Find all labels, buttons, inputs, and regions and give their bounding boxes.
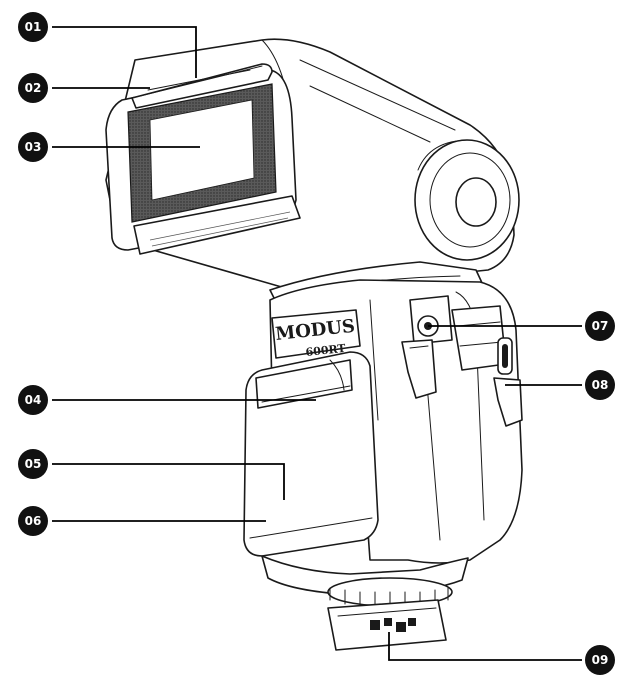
- usb-port: [493, 337, 523, 427]
- callout-09: 09: [585, 645, 615, 675]
- callout-08: 08: [585, 370, 615, 400]
- callout-02: 02: [18, 73, 48, 103]
- callout-06-label: 06: [25, 514, 42, 528]
- callout-08-label: 08: [592, 378, 609, 392]
- callout-09-label: 09: [592, 653, 609, 667]
- callout-01-label: 01: [25, 20, 42, 34]
- certification-label: [133, 195, 301, 255]
- mounting-foot: [261, 555, 469, 651]
- leader-01: [52, 26, 197, 78]
- callout-01: 01: [18, 12, 48, 42]
- leader-09: [388, 632, 582, 661]
- flash-window: [127, 83, 277, 223]
- callout-07: 07: [585, 311, 615, 341]
- callout-07-label: 07: [592, 319, 609, 333]
- brand-plate: MODUS 600RT: [271, 309, 361, 359]
- callout-03: 03: [18, 132, 48, 162]
- callout-03-label: 03: [25, 140, 42, 154]
- head-rotation-dial: [414, 139, 520, 261]
- leader-lines: [52, 26, 582, 661]
- callout-05: 05: [18, 449, 48, 479]
- callout-02-label: 02: [25, 81, 42, 95]
- battery-door: [243, 351, 379, 557]
- leader-05: [52, 463, 285, 500]
- callout-04-label: 04: [25, 393, 42, 407]
- callout-05-label: 05: [25, 457, 42, 471]
- callout-04: 04: [18, 385, 48, 415]
- callout-06: 06: [18, 506, 48, 536]
